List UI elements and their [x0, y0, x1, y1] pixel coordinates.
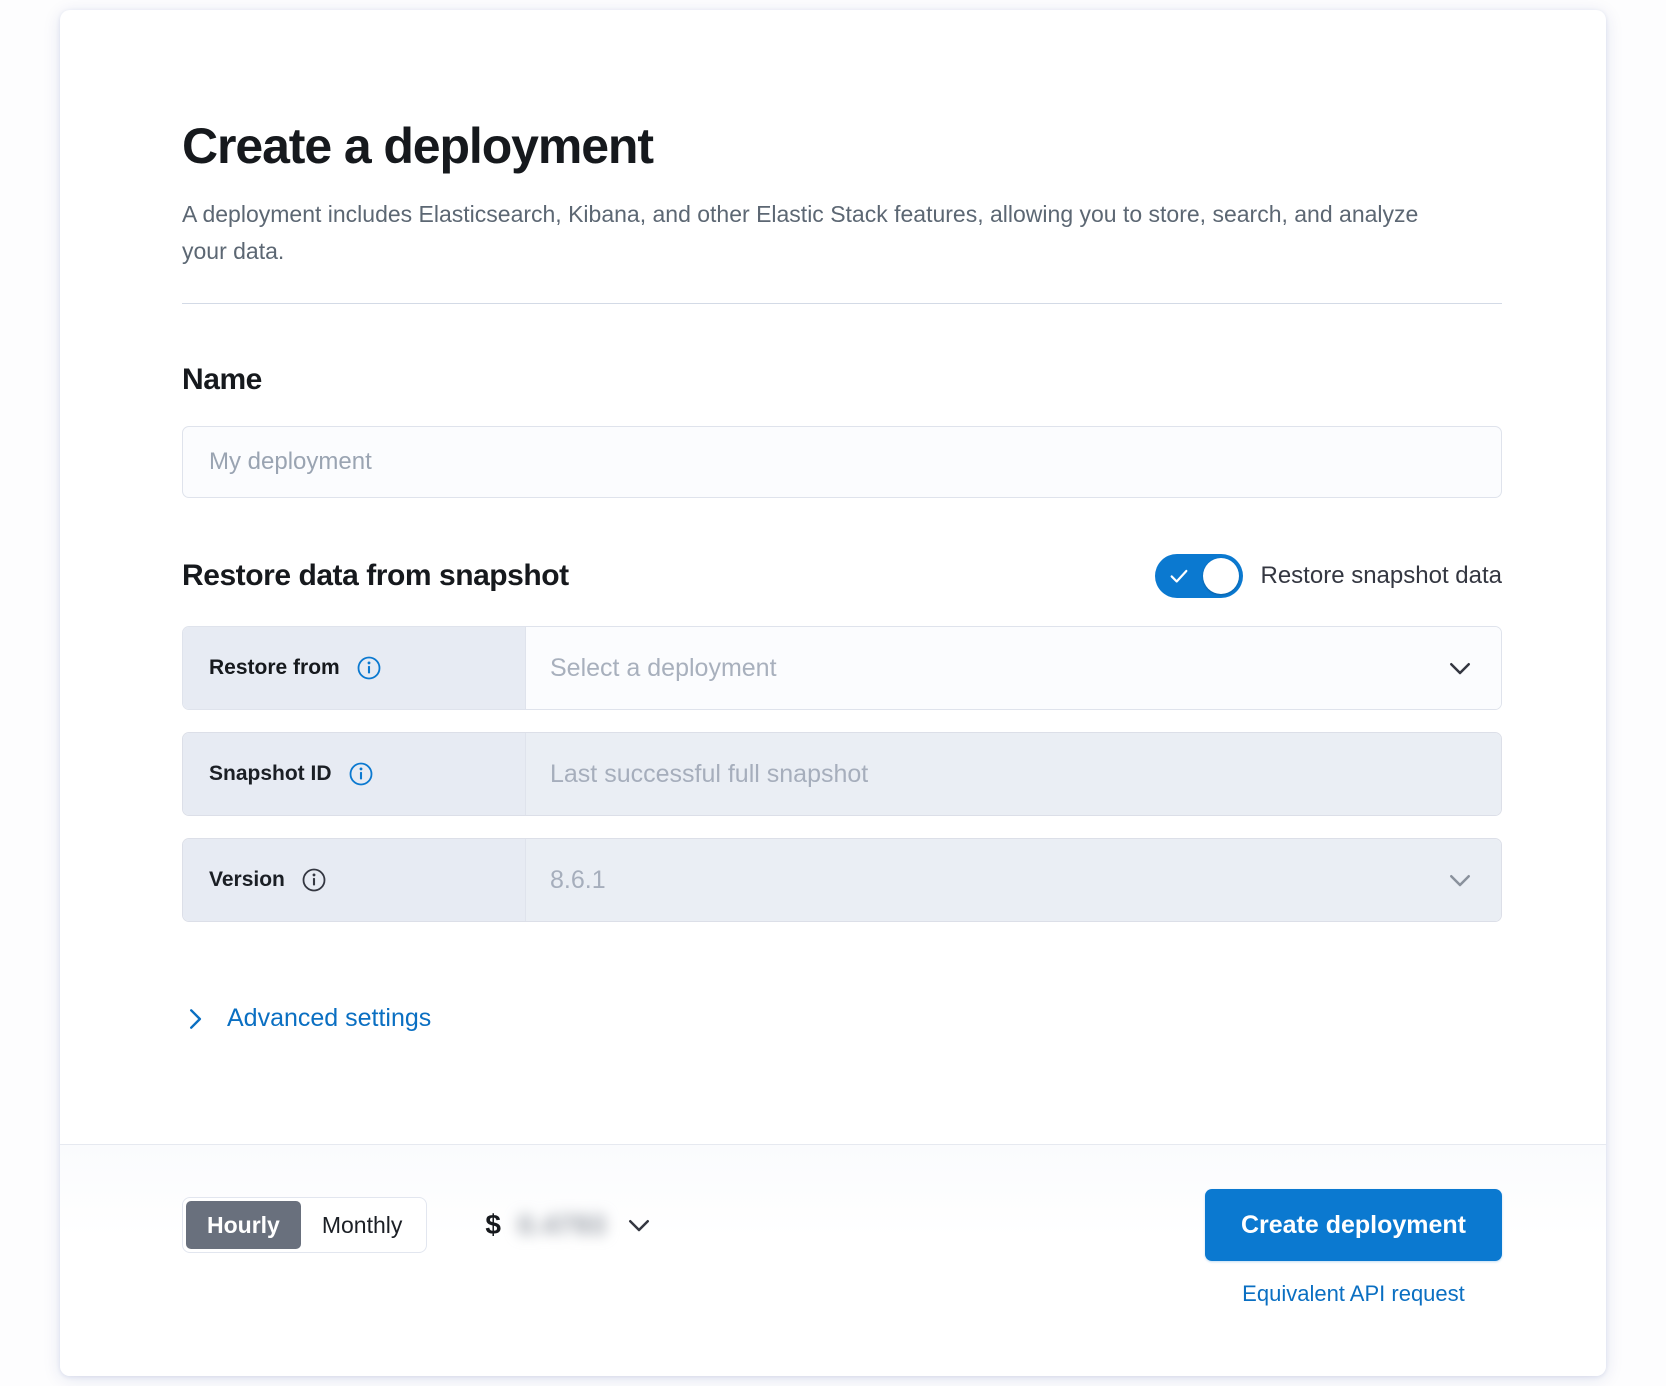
snapshot-section-heading: Restore data from snapshot — [182, 559, 569, 592]
chevron-down-icon[interactable] — [1445, 653, 1475, 683]
info-icon[interactable] — [357, 656, 381, 680]
card-footer: Hourly Monthly $ 0.4793 Create deploymen… — [60, 1144, 1606, 1376]
billing-option-monthly[interactable]: Monthly — [321, 1211, 403, 1238]
deployment-name-input[interactable]: My deployment — [182, 426, 1502, 498]
restore-snapshot-toggle-group[interactable]: Restore snapshot data — [1154, 554, 1503, 598]
snapshot-id-value: Last successful full snapshot — [550, 759, 869, 788]
footer-right-group: Create deployment Equivalent API request — [1204, 1189, 1502, 1307]
advanced-settings-label: Advanced settings — [227, 1004, 432, 1032]
snapshot-id-label-block: Snapshot ID — [183, 733, 526, 815]
restore-snapshot-toggle[interactable] — [1154, 554, 1243, 598]
restore-from-row: Restore from Select a deployment — [182, 626, 1502, 710]
footer-left-group: Hourly Monthly $ 0.4793 — [182, 1189, 654, 1253]
create-deployment-button[interactable]: Create deployment — [1204, 1189, 1502, 1261]
restore-from-label-block: Restore from — [183, 627, 526, 709]
deployment-name-placeholder: My deployment — [209, 448, 372, 475]
snapshot-id-row: Snapshot ID Last successful full snapsho… — [182, 732, 1502, 816]
price-value: 0.4793 — [517, 1209, 607, 1240]
version-label-block: Version — [183, 839, 526, 921]
version-label: Version — [209, 868, 285, 891]
page-title: Create a deployment — [182, 118, 654, 174]
version-row: Version 8.6.1 — [182, 838, 1502, 922]
card-body: Create a deployment A deployment include… — [60, 10, 1606, 1144]
snapshot-id-label: Snapshot ID — [209, 762, 332, 785]
restore-from-label: Restore from — [209, 656, 340, 679]
billing-period-segmented-control[interactable]: Hourly Monthly — [182, 1197, 428, 1253]
restore-from-select[interactable]: Select a deployment — [526, 627, 1501, 709]
page-subtitle: A deployment includes Elasticsearch, Kib… — [182, 201, 1419, 264]
price-display[interactable]: $ 0.4793 — [485, 1209, 653, 1241]
info-icon[interactable] — [349, 762, 373, 786]
check-icon — [1170, 569, 1187, 583]
advanced-settings-toggle[interactable]: Advanced settings — [182, 1004, 431, 1033]
create-deployment-card: Create a deployment A deployment include… — [60, 10, 1606, 1376]
equivalent-api-request-link[interactable]: Equivalent API request — [1242, 1281, 1465, 1306]
restore-snapshot-toggle-label: Restore snapshot data — [1260, 562, 1503, 589]
restore-from-value: Select a deployment — [550, 653, 777, 682]
snapshot-id-field[interactable]: Last successful full snapshot — [526, 733, 1501, 815]
version-value: 8.6.1 — [550, 865, 606, 894]
toggle-knob — [1202, 558, 1239, 594]
chevron-right-icon — [190, 1008, 202, 1029]
version-select[interactable]: 8.6.1 — [526, 839, 1501, 921]
snapshot-form-rows: Restore from Select a deployment — [182, 626, 1502, 922]
name-section-heading: Name — [182, 363, 262, 396]
header-divider — [182, 303, 1502, 304]
chevron-down-icon[interactable] — [1445, 865, 1475, 895]
snapshot-section-header: Restore data from snapshot Restore snaps… — [182, 554, 1502, 598]
billing-option-hourly[interactable]: Hourly — [186, 1201, 301, 1249]
price-currency: $ — [485, 1209, 501, 1240]
info-icon[interactable] — [302, 868, 326, 892]
chevron-down-icon[interactable] — [624, 1210, 654, 1240]
